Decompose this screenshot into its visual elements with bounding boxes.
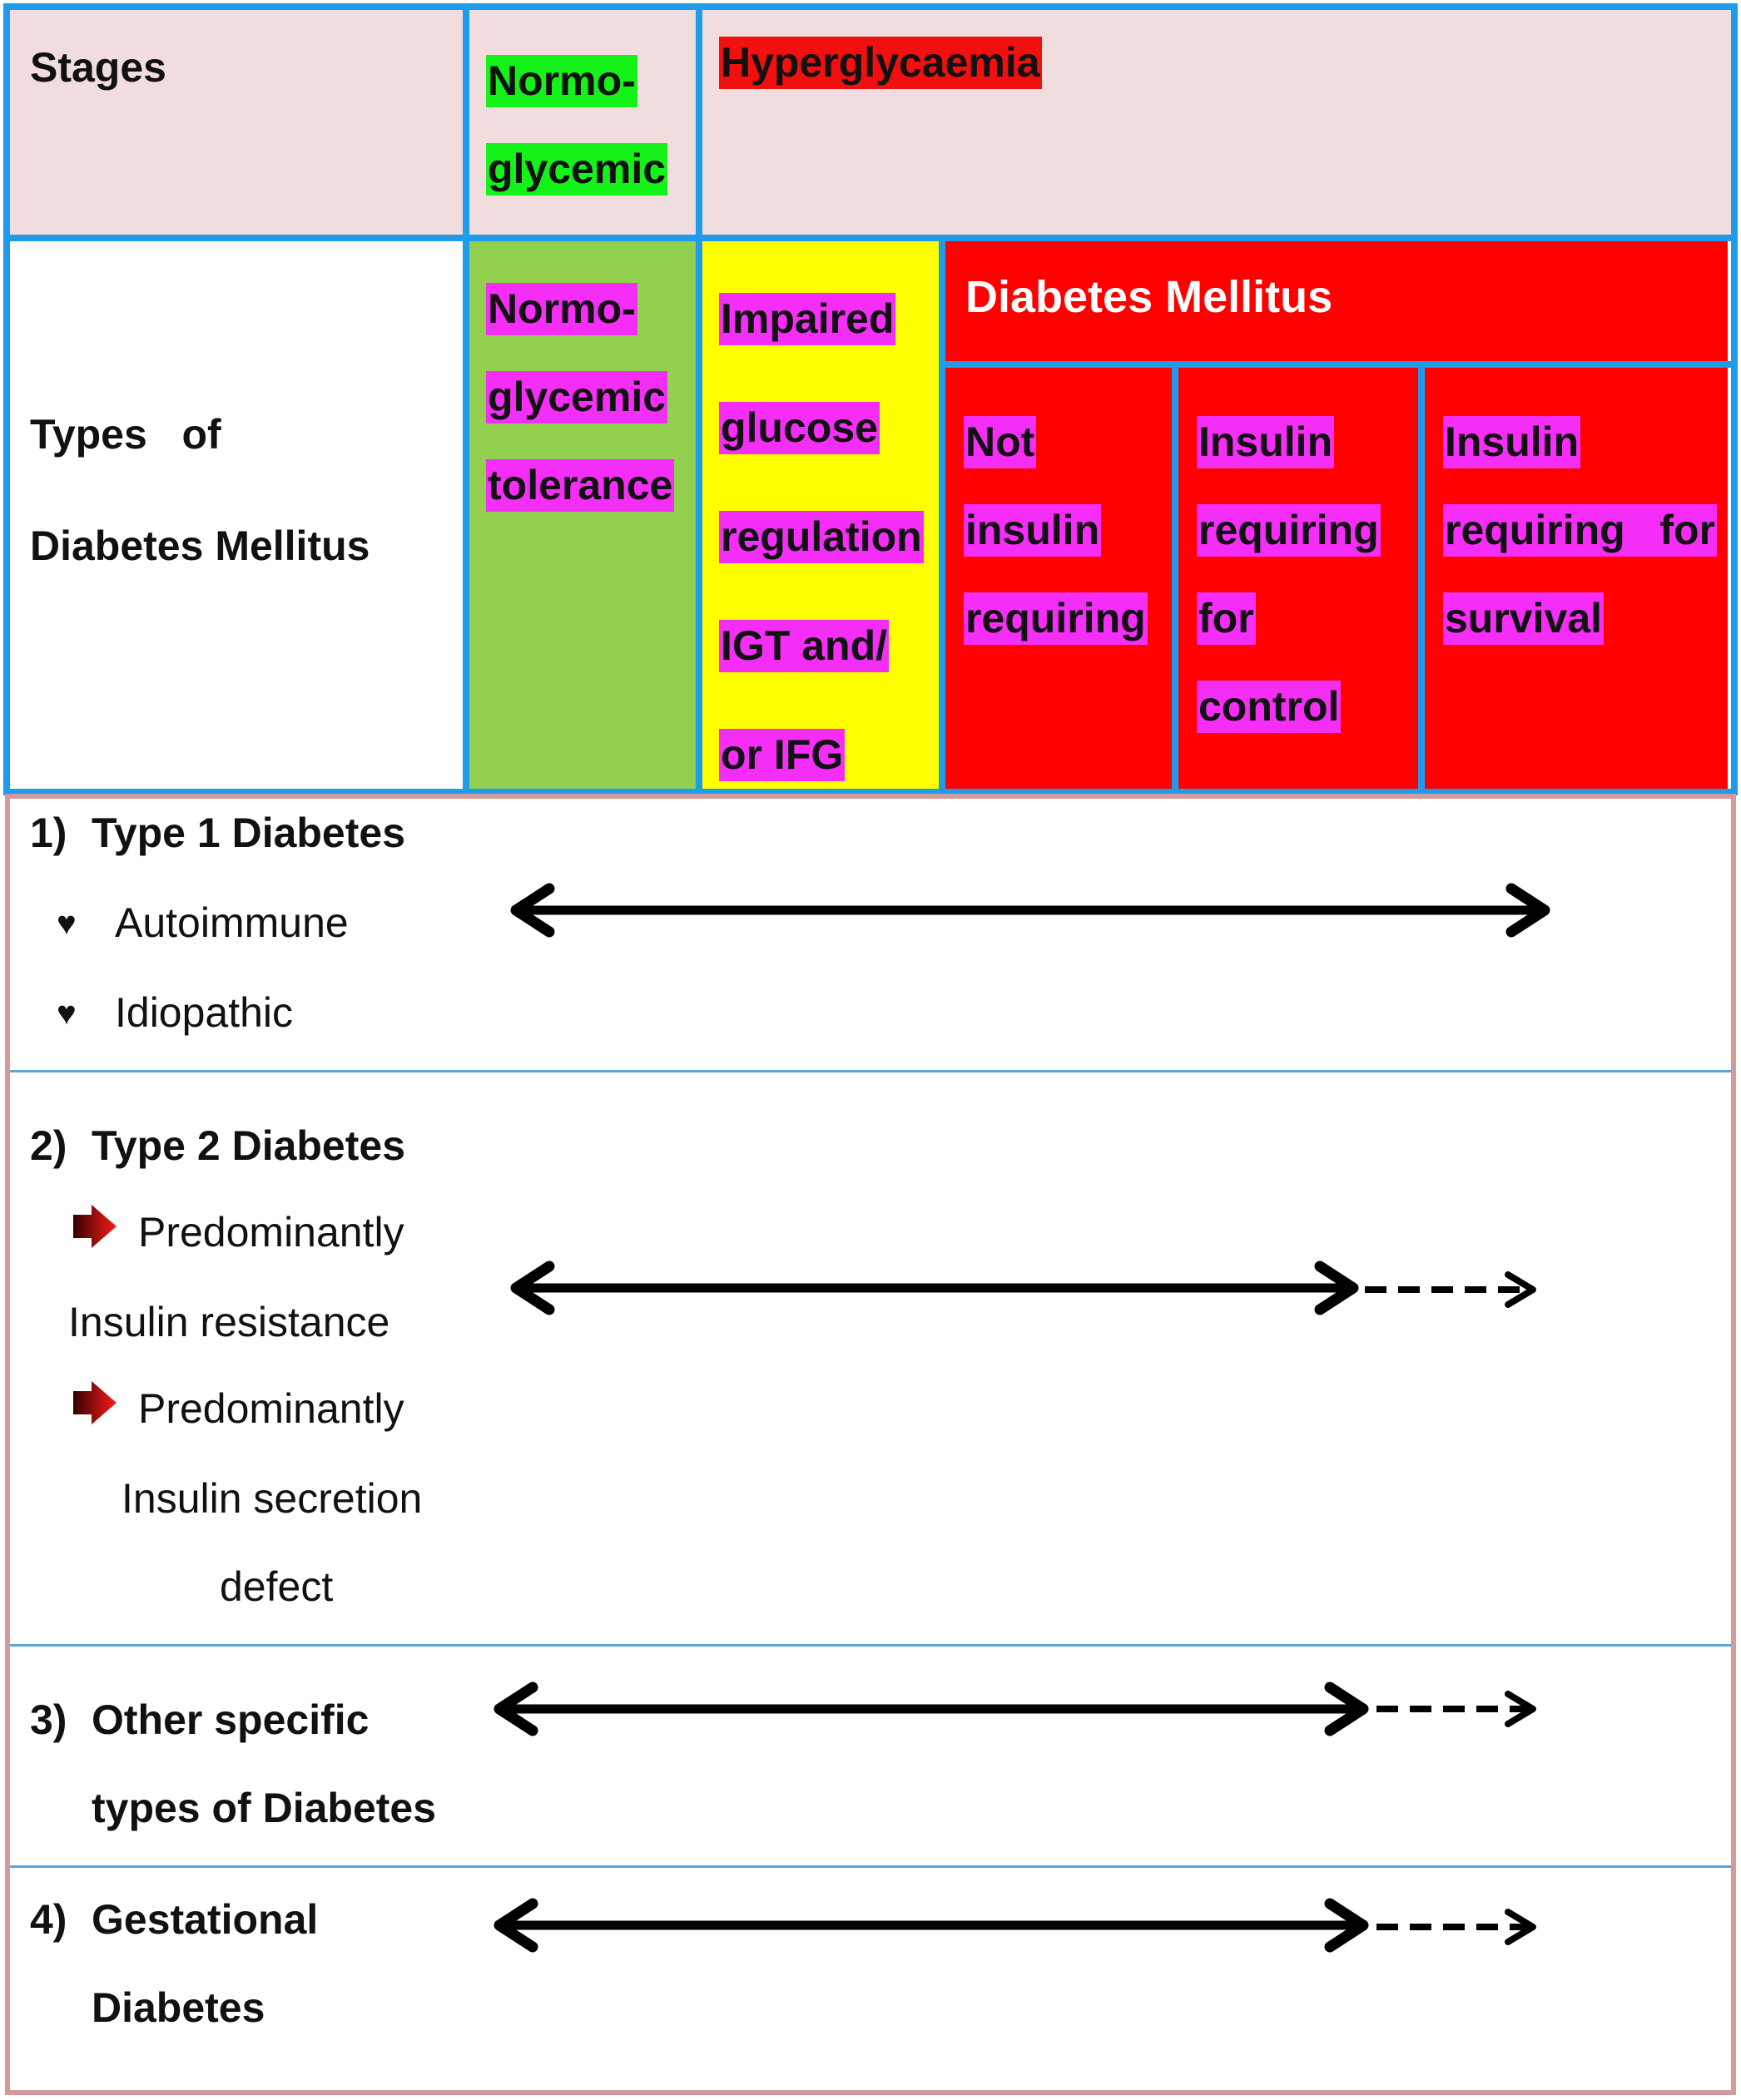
impaired-line-5: or IFG — [719, 729, 846, 781]
blue-hline-2 — [942, 361, 1738, 368]
normo-type-line-2: glycemic — [486, 371, 668, 423]
row2-title: Type 2 Diabetes — [92, 1122, 406, 1169]
normo-type-line-3: tolerance — [486, 459, 675, 512]
dm-sub-2-line-1: Insulin — [1197, 416, 1335, 468]
impaired-line-1: Impaired — [719, 293, 896, 345]
types-label: Types of Diabetes Mellitus — [30, 379, 370, 602]
row1-item-1: Autoimmune — [115, 899, 349, 946]
stages-label: Stages — [30, 44, 166, 91]
types-label-line-1: Types of — [30, 411, 221, 458]
dm-sub-3-line-2: requiring for — [1443, 504, 1717, 557]
types-row-white — [7, 240, 469, 792]
types-label-line-2: Diabetes Mellitus — [30, 523, 370, 569]
dm-sub-label-3: Insulin requiring for survival — [1443, 398, 1717, 662]
row2-item-3: Predominantly — [138, 1385, 404, 1432]
row1-title: Type 1 Diabetes — [92, 810, 406, 856]
row4-title: Gestational Diabetes — [92, 1875, 318, 2052]
row2-item-4: Insulin secretion — [122, 1475, 423, 1522]
dm-sub-1-line-3: requiring — [964, 592, 1148, 645]
blue-vline-4 — [939, 236, 945, 795]
dm-sub-2-line-2: requiring — [1197, 504, 1381, 557]
heart-icon: ♥ — [57, 905, 77, 942]
types-box-frame — [5, 794, 1736, 2095]
dm-sub-3-line-3: survival — [1443, 592, 1605, 645]
normo-type-line-1: Normo- — [486, 283, 637, 335]
dm-sub-1-line-2: insulin — [964, 504, 1102, 557]
heart-icon: ♥ — [57, 995, 77, 1032]
blue-vline-2 — [696, 3, 702, 236]
impaired-line-4: IGT and/ — [719, 620, 889, 672]
normo-type-label: Normo- glycemic tolerance — [486, 265, 675, 529]
row3-number: 3) — [30, 1696, 67, 1743]
row2-item-5: defect — [220, 1563, 334, 1610]
blue-table-frame — [3, 3, 1738, 795]
dm-sub-2-line-3: for — [1197, 592, 1256, 645]
row2-item-2: Insulin resistance — [68, 1299, 390, 1345]
row2-number: 2) — [30, 1122, 67, 1169]
row1-number: 1) — [30, 810, 67, 856]
normo-stage-line-1: Normo- — [486, 55, 637, 107]
dm-title: Diabetes Mellitus — [965, 272, 1333, 322]
row4-title-line-1: Gestational — [92, 1896, 319, 1943]
row1-item-2: Idiopathic — [115, 989, 294, 1036]
blue-hline-1 — [3, 235, 1738, 241]
normo-stage-line-2: glycemic — [486, 143, 668, 196]
dm-sub-2-line-4: control — [1197, 681, 1342, 733]
dm-sub-3-line-1: Insulin — [1443, 416, 1581, 468]
blue-vline-3 — [696, 236, 702, 795]
row3-title: Other specific types of Diabetes — [92, 1676, 436, 1852]
dm-title-cell — [945, 240, 1728, 366]
blue-vline-5 — [1172, 364, 1178, 795]
normo-stage-label: Normo- glycemic — [486, 37, 668, 213]
row4-title-line-2: Diabetes — [92, 1984, 265, 2031]
hyper-stage-text: Hyperglycaemia — [719, 37, 1042, 89]
divider-2 — [10, 1644, 1731, 1647]
blue-vline-6 — [1418, 364, 1425, 795]
impaired-line-2: glucose — [719, 402, 880, 454]
divider-3 — [10, 1865, 1731, 1868]
dm-sub-1-line-1: Not — [964, 416, 1037, 468]
divider-1 — [10, 1070, 1731, 1072]
row4-number: 4) — [30, 1896, 67, 1943]
dm-sub-label-2: Insulin requiring for control — [1197, 398, 1381, 750]
row3-title-line-2: types of Diabetes — [92, 1785, 437, 1831]
impaired-type-label: Impaired glucose regulation IGT and/ or … — [719, 265, 924, 810]
row3-title-line-1: Other specific — [92, 1696, 370, 1743]
hyper-stage-label: Hyperglycaemia — [719, 37, 1042, 89]
dm-sub-label-1: Not insulin requiring — [964, 398, 1148, 662]
impaired-line-3: regulation — [719, 511, 924, 563]
row2-item-1: Predominantly — [138, 1209, 404, 1256]
blue-vline-1 — [463, 3, 469, 795]
